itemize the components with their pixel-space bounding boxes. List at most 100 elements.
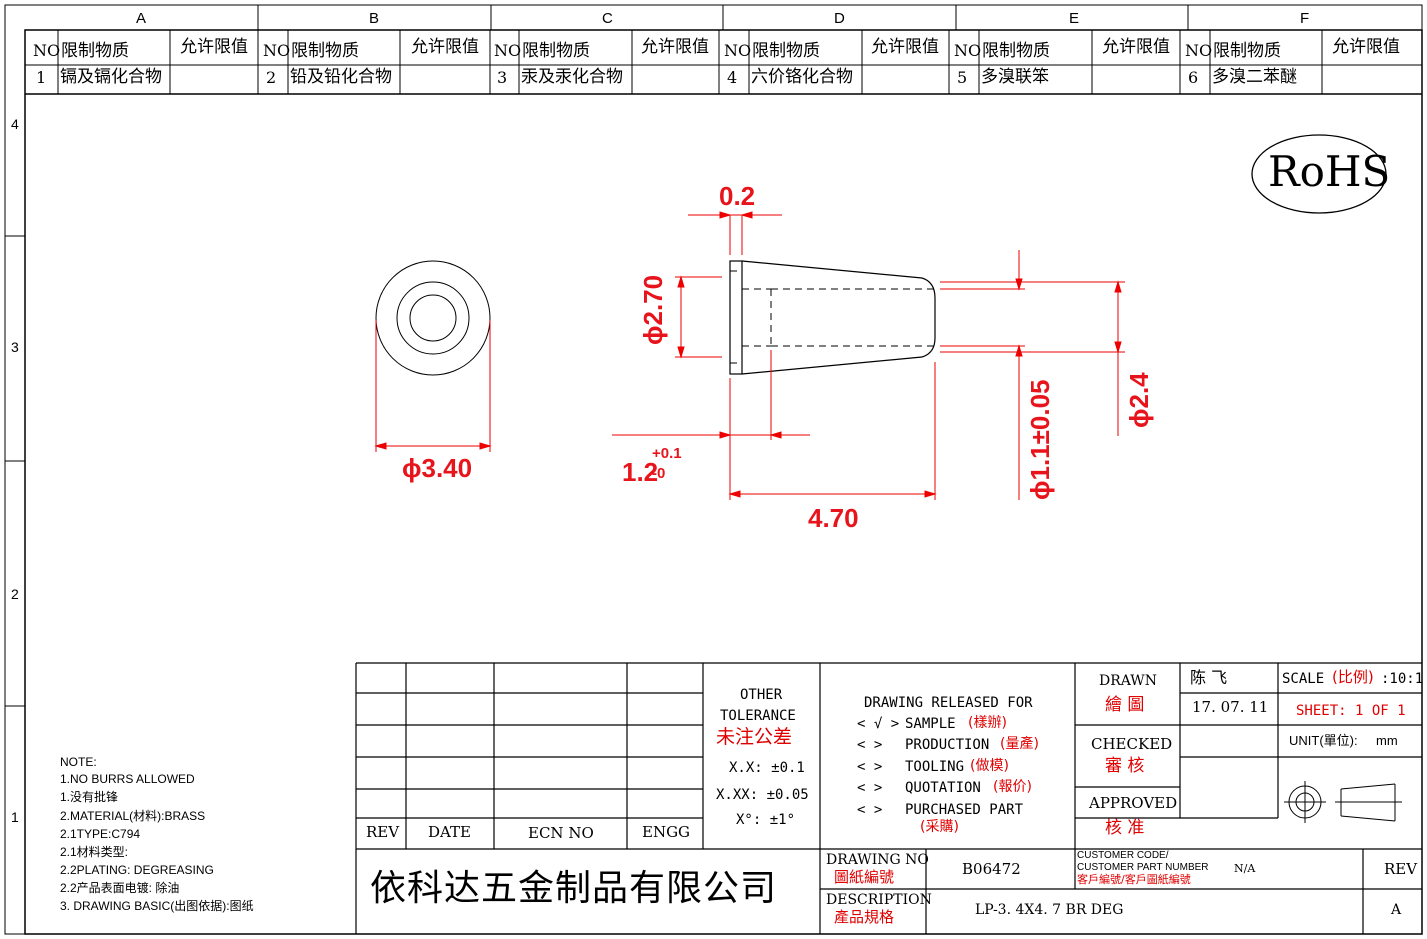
drawn-by: 陈 飞 xyxy=(1190,668,1228,687)
release-option-tooling: TOOLING xyxy=(905,759,965,775)
rev-header: REV xyxy=(366,823,400,841)
zone-label-e: E xyxy=(1069,10,1080,27)
substance-name: 铅及铅化合物 xyxy=(290,67,392,87)
drawing-no-value: B06472 xyxy=(962,860,1021,878)
drawn-date: 17. 07. 11 xyxy=(1192,698,1269,716)
sheet-label: SHEET: 1 OF 1 xyxy=(1296,703,1406,719)
header-no: NO xyxy=(954,41,982,60)
zone-label-1: 1 xyxy=(11,809,19,825)
zone-label-c: C xyxy=(602,10,613,27)
header-limit: 允许限值 xyxy=(1102,37,1170,57)
tolerance-cn: 未注公差 xyxy=(716,726,793,748)
unit-value: mm xyxy=(1376,733,1398,748)
header-no: NO xyxy=(263,41,291,60)
scale-label: SCALE xyxy=(1282,671,1325,687)
note-line: 2.1材料类型: xyxy=(60,845,129,859)
dim-outer-diameter: ϕ3.40 xyxy=(402,453,473,483)
header-substance: 限制物质 xyxy=(752,41,820,61)
substance-name: 六价铬化合物 xyxy=(751,67,853,87)
release-option-quotation-cn: (報价) xyxy=(993,779,1032,795)
zone-label-d: D xyxy=(834,10,845,27)
dim-tip-hole-diameter: ϕ1.1±0.05 xyxy=(1025,379,1055,500)
release-option-purchased-cn: (采購) xyxy=(920,819,959,835)
release-option-production: PRODUCTION xyxy=(905,737,990,753)
tolerance-label: TOLERANCE xyxy=(720,708,796,724)
checked-cn: 審 核 xyxy=(1105,756,1145,776)
engg-header: ENGG xyxy=(642,823,691,841)
customer-cn: 客戶編號/客戶圖紙編號 xyxy=(1077,873,1191,886)
zone-label-3: 3 xyxy=(11,339,19,355)
customer-value: N/A xyxy=(1234,862,1256,875)
zone-label-b: B xyxy=(369,10,380,27)
substance-name: 多溴二苯醚 xyxy=(1212,67,1297,87)
header-limit: 允许限值 xyxy=(411,37,479,57)
release-option-purchased: PURCHASED PART xyxy=(905,802,1024,818)
header-limit: 允许限值 xyxy=(1332,37,1400,57)
customer-part-label: CUSTOMER PART NUMBER xyxy=(1077,862,1209,873)
dim-tip-diameter: ϕ2.4 xyxy=(1124,372,1154,428)
header-no: NO xyxy=(494,41,522,60)
customer-code-label: CUSTOMER CODE/ xyxy=(1077,850,1169,861)
substance-name: 汞及汞化合物 xyxy=(521,67,623,87)
drawing-no-cn: 圖紙編號 xyxy=(834,868,895,886)
dim-bore-depth-lower-tol: -0 xyxy=(652,465,666,482)
release-option-tooling-cn: (做模) xyxy=(970,758,1009,774)
header-substance: 限制物质 xyxy=(1213,41,1281,61)
tolerance-xxx: X.XX: ±0.05 xyxy=(716,787,809,803)
rohs-mark: RoHS xyxy=(1268,147,1391,196)
dim-bore-depth: 1.2 xyxy=(622,457,659,487)
header-substance: 限制物质 xyxy=(61,41,129,61)
substance-no: 2 xyxy=(266,68,277,87)
drawn-cn: 繪 圖 xyxy=(1105,695,1145,715)
substance-no: 3 xyxy=(497,68,508,87)
date-header: DATE xyxy=(428,823,471,841)
substance-no: 5 xyxy=(957,68,968,87)
header-substance: 限制物质 xyxy=(982,41,1050,61)
dim-overall-length: 4.70 xyxy=(808,503,859,533)
zone-label-2: 2 xyxy=(11,586,19,602)
header-substance: 限制物质 xyxy=(291,41,359,61)
header-no: NO xyxy=(33,41,61,60)
approved-cn: 核 准 xyxy=(1105,818,1145,838)
description-value: LP-3. 4X4. 7 BR DEG xyxy=(975,902,1124,918)
release-mark-tooling: < > xyxy=(857,759,883,775)
zone-label-4: 4 xyxy=(11,116,19,132)
note-line: 3. DRAWING BASIC(出图依据):图纸 xyxy=(60,899,254,913)
checked-label: CHECKED xyxy=(1091,735,1173,753)
note-line: 2.1TYPE:C794 xyxy=(60,827,141,841)
note-line: 1.NO BURRS ALLOWED xyxy=(60,772,195,786)
note-line: 2.2产品表面电镀: 除油 xyxy=(60,881,180,895)
substance-no: 6 xyxy=(1188,68,1199,87)
release-option-quotation: QUOTATION xyxy=(905,780,981,796)
release-mark-quotation: < > xyxy=(857,780,883,796)
approved-label: APPROVED xyxy=(1089,794,1178,812)
header-no: NO xyxy=(724,41,752,60)
note-line: 2.MATERIAL(材料):BRASS xyxy=(60,809,206,823)
release-mark-sample: < √ > xyxy=(857,716,900,732)
release-option-sample: SAMPLE xyxy=(905,716,956,732)
released-for-label: DRAWING RELEASED FOR xyxy=(864,695,1033,711)
other-label: OTHER xyxy=(740,687,783,703)
substance-name: 镉及镉化合物 xyxy=(60,67,162,87)
header-limit: 允许限值 xyxy=(180,37,248,57)
release-mark-production: < > xyxy=(857,737,883,753)
header-substance: 限制物质 xyxy=(522,41,590,61)
company-name: 依科达五金制品有限公司 xyxy=(370,868,778,909)
zone-label-f: F xyxy=(1300,10,1310,27)
description-label: DESCRIPTION xyxy=(826,892,932,908)
rev-label: REV xyxy=(1384,860,1418,878)
dim-bore-diameter: ϕ2.70 xyxy=(638,274,668,345)
tolerance-xx: X.X: ±0.1 xyxy=(729,760,805,776)
unit-label: UNIT(單位): xyxy=(1289,733,1358,748)
scale-value: :10:1 xyxy=(1381,671,1424,687)
note-line: 2.2PLATING: DEGREASING xyxy=(60,863,214,877)
dim-flange-thickness: 0.2 xyxy=(719,181,756,211)
dim-bore-depth-upper-tol: +0.1 xyxy=(652,445,682,462)
release-option-sample-cn: (樣辦) xyxy=(968,715,1007,731)
substance-no: 4 xyxy=(727,68,738,87)
header-limit: 允许限值 xyxy=(641,37,709,57)
scale-cn: (比例) xyxy=(1332,668,1374,686)
release-mark-purchased: < > xyxy=(857,802,883,818)
rev-value: A xyxy=(1391,902,1402,918)
